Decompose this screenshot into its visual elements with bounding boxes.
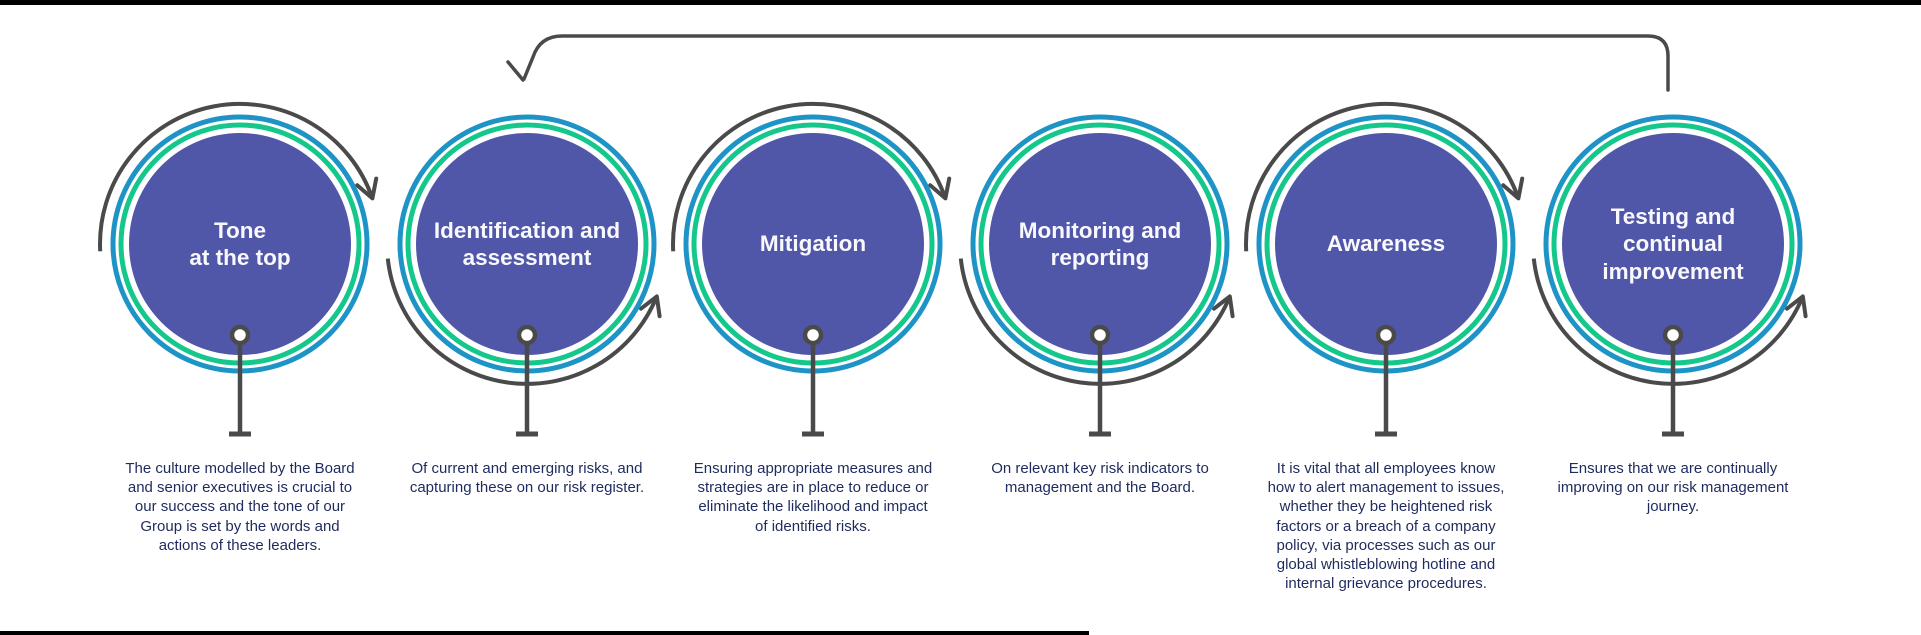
step-title: Awareness xyxy=(1326,231,1446,257)
process-step-testing-and-continual-improvement: Testing and continual improvement Ensure… xyxy=(1513,0,1833,635)
loop-back-arrow xyxy=(506,34,1670,92)
step-title: Monitoring and reporting xyxy=(1018,217,1182,270)
bottom-border-bar xyxy=(0,631,1089,635)
top-border-bar xyxy=(0,0,1921,5)
process-step-identification-and-assessment: Identification and assessment Of current… xyxy=(367,0,687,635)
step-description: The culture modelled by the Board and se… xyxy=(125,460,355,554)
step-description: Ensuring appropriate measures and strate… xyxy=(693,460,933,535)
step-description: It is vital that all employees know how … xyxy=(1267,460,1505,593)
process-step-monitoring-and-reporting: Monitoring and reporting On relevant key… xyxy=(940,0,1260,635)
step-description: On relevant key risk indicators to manag… xyxy=(991,460,1209,497)
step-title: Tone at the top xyxy=(189,217,291,270)
step-title: Identification and assessment xyxy=(433,217,621,270)
step-title: Mitigation xyxy=(759,231,867,257)
step-title: Testing and continual improvement xyxy=(1602,203,1744,284)
process-step-mitigation: Mitigation Ensuring appropriate measures… xyxy=(653,0,973,635)
process-step-tone-at-the-top: Tone at the top The culture modelled by … xyxy=(80,0,400,635)
step-description: Ensures that we are continually improvin… xyxy=(1557,460,1789,516)
process-step-awareness: Awareness It is vital that all employees… xyxy=(1226,0,1546,635)
step-description: Of current and emerging risks, and captu… xyxy=(409,460,645,497)
